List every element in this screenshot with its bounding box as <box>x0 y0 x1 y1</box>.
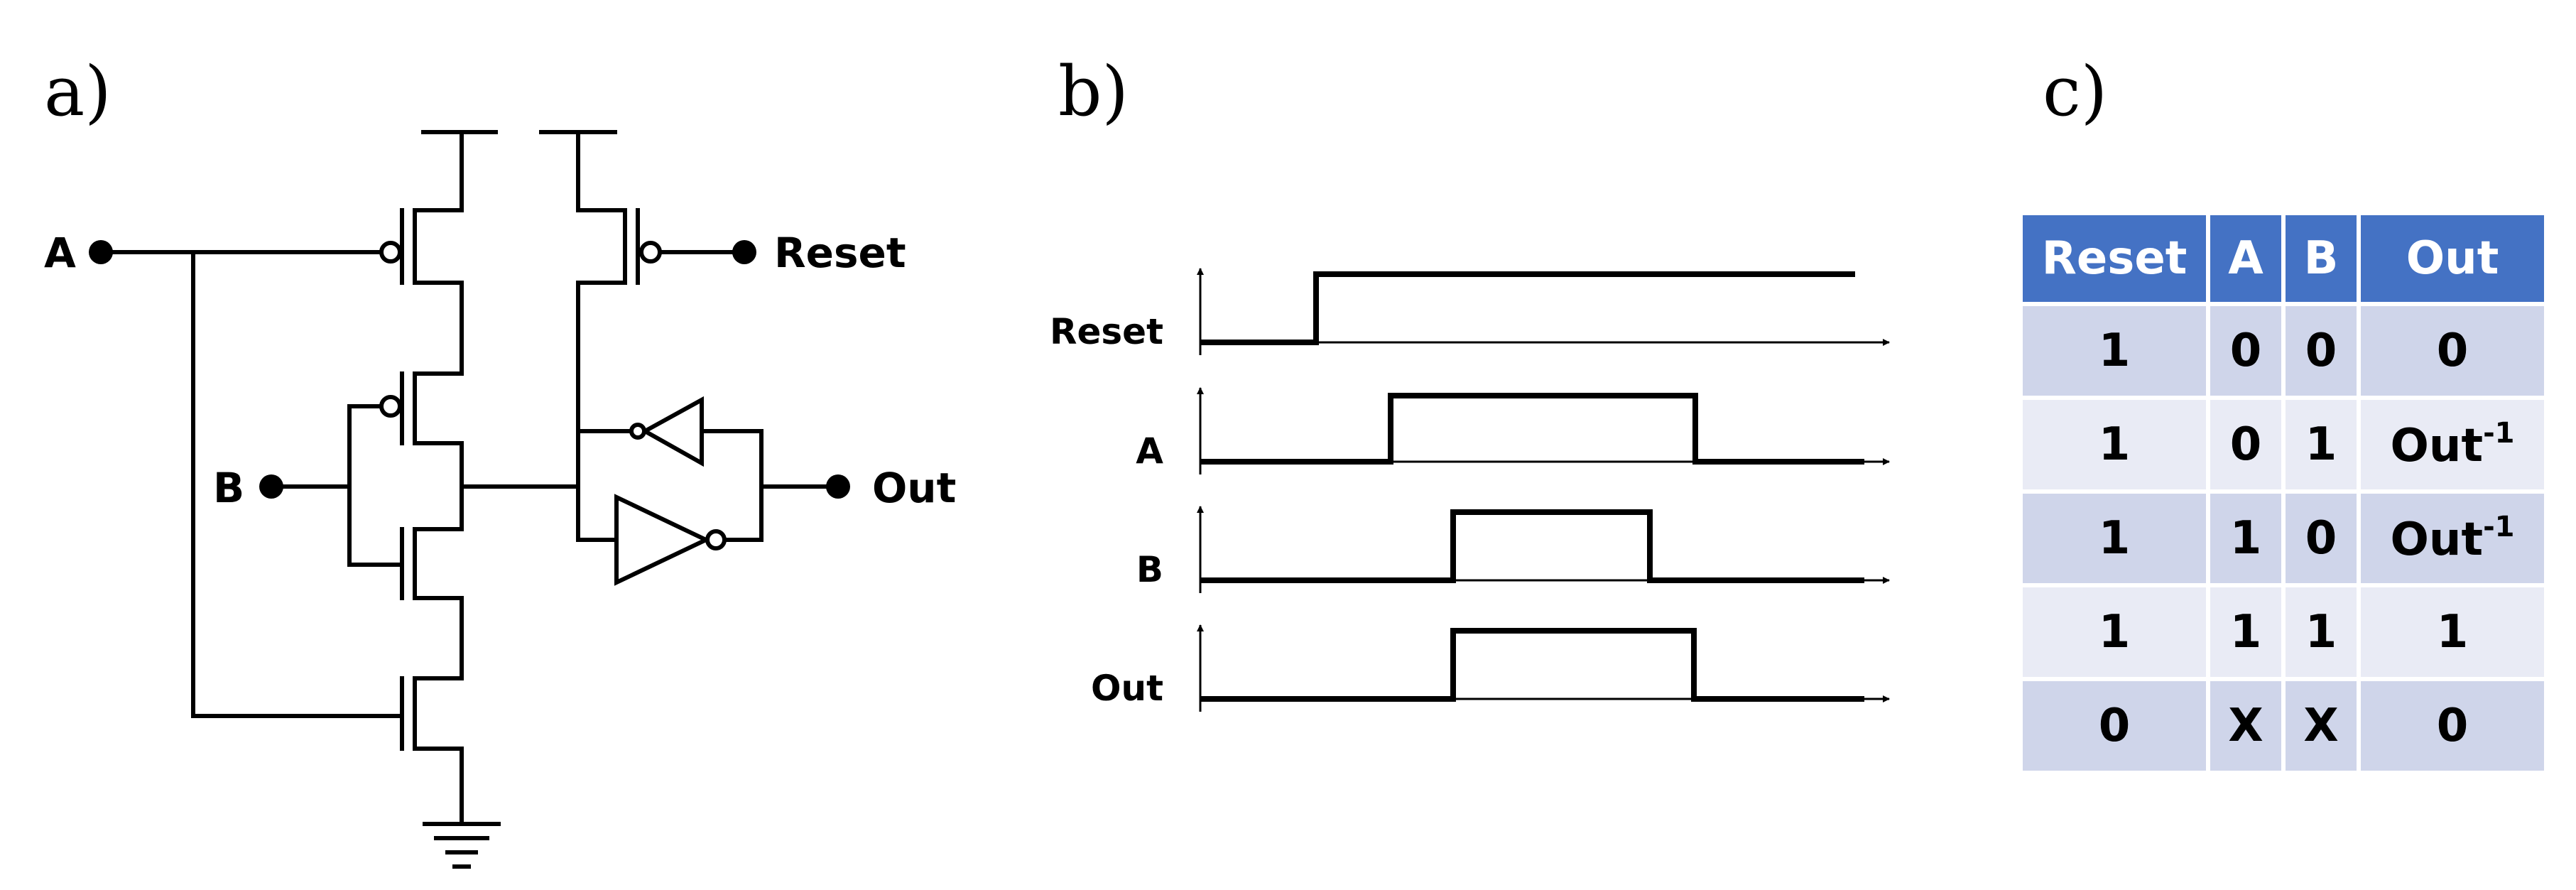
cell-value: 1 <box>2305 418 2337 471</box>
cell-value: 0 <box>2229 418 2262 471</box>
table-cell: X <box>2210 681 2281 771</box>
cell-value: X <box>2303 700 2339 752</box>
cell-value: 0 <box>2098 700 2131 752</box>
waveform-a <box>1200 393 1864 465</box>
signal-label: A <box>1136 430 1163 472</box>
timing-row-out: Out <box>1091 624 1890 712</box>
cell-value: 0 <box>2305 325 2337 377</box>
signal-label: B <box>1136 549 1163 590</box>
terminal-reset <box>732 240 756 264</box>
table-cell: 1 <box>2023 400 2206 489</box>
timing-row-reset: Reset <box>1050 268 1890 355</box>
table-cell: Out-1 <box>2361 400 2544 489</box>
bubble-reset <box>639 241 662 264</box>
signal-label: Out <box>1091 668 1163 709</box>
panel-label-c: c) <box>2043 52 2107 131</box>
table-cell: 0 <box>2286 306 2357 396</box>
bubble-inv-top <box>629 423 646 440</box>
table-cell: 0 <box>2361 681 2544 771</box>
circuit-schematic <box>99 130 840 869</box>
timing-row-b: B <box>1136 506 1890 593</box>
cell-value: 1 <box>2098 418 2131 471</box>
cell-superscript: -1 <box>2483 417 2515 450</box>
waveform-b <box>1200 509 1864 583</box>
table-cell: 1 <box>2023 587 2206 677</box>
latch-right-wire <box>700 429 763 542</box>
cell-value: 1 <box>2229 512 2262 565</box>
cell-value: 0 <box>2305 512 2337 565</box>
table-cell: 1 <box>2210 587 2281 677</box>
column-header-reset: Reset <box>2023 215 2206 302</box>
table-cell: 0 <box>2361 306 2544 396</box>
bubble-p1 <box>379 241 402 264</box>
cell-value: 0 <box>2436 700 2469 752</box>
column-header-b: B <box>2286 215 2357 302</box>
cell-superscript: -1 <box>2483 511 2515 543</box>
cell-value: Out <box>2390 514 2484 566</box>
table-cell: 1 <box>2286 400 2357 489</box>
panel-label-b: b) <box>1058 52 1129 131</box>
timing-row-a: A <box>1136 387 1890 474</box>
cell-value: 1 <box>2305 606 2337 658</box>
pin-label-b: B <box>213 464 244 512</box>
terminal-a <box>89 240 113 264</box>
table-cell: 0 <box>2023 681 2206 771</box>
cell-value: 0 <box>2436 325 2469 377</box>
table-cell: 1 <box>2023 306 2206 396</box>
cell-value: 0 <box>2229 325 2262 377</box>
cell-value: 1 <box>2436 606 2469 658</box>
pin-label-a: A <box>44 229 76 277</box>
cell-value: X <box>2228 700 2263 752</box>
cell-value: 1 <box>2098 606 2131 658</box>
table-cell: 0 <box>2210 306 2281 396</box>
table-header-row: Reset A B Out <box>2023 215 2544 302</box>
terminal-out <box>826 474 850 499</box>
cell-value: 1 <box>2098 512 2131 565</box>
waveform-out <box>1200 628 1864 702</box>
inverter-top <box>640 396 704 467</box>
table-cell: 1 <box>2023 494 2206 583</box>
cell-value: 1 <box>2229 606 2262 658</box>
ground-symbol <box>423 822 501 869</box>
table-cell: 1 <box>2286 587 2357 677</box>
table-cell: 0 <box>2210 400 2281 489</box>
cell-value: Out <box>2390 420 2484 472</box>
waveform-reset <box>1200 271 1855 345</box>
inverter-bottom <box>614 494 711 586</box>
timing-diagram: Reset A B Out <box>1050 268 1890 712</box>
pin-label-out: Out <box>872 464 956 512</box>
bubble-p2 <box>379 395 402 418</box>
panel-label-a: a) <box>44 52 112 131</box>
table-cell: X <box>2286 681 2357 771</box>
table-cell: 1 <box>2361 587 2544 677</box>
table-cell: 0 <box>2286 494 2357 583</box>
reset-pmos <box>576 130 627 542</box>
signal-label: Reset <box>1050 311 1163 352</box>
column-header-a: A <box>2210 215 2281 302</box>
table-cell: 1 <box>2210 494 2281 583</box>
terminal-b <box>259 474 283 499</box>
column-header-out: Out <box>2361 215 2544 302</box>
bubble-inv-bottom <box>705 529 727 550</box>
table-cell: Out-1 <box>2361 494 2544 583</box>
pin-label-reset: Reset <box>774 229 906 277</box>
wire-a-branch <box>191 250 404 718</box>
stack-wire <box>413 130 464 826</box>
cell-value: 1 <box>2098 325 2131 377</box>
